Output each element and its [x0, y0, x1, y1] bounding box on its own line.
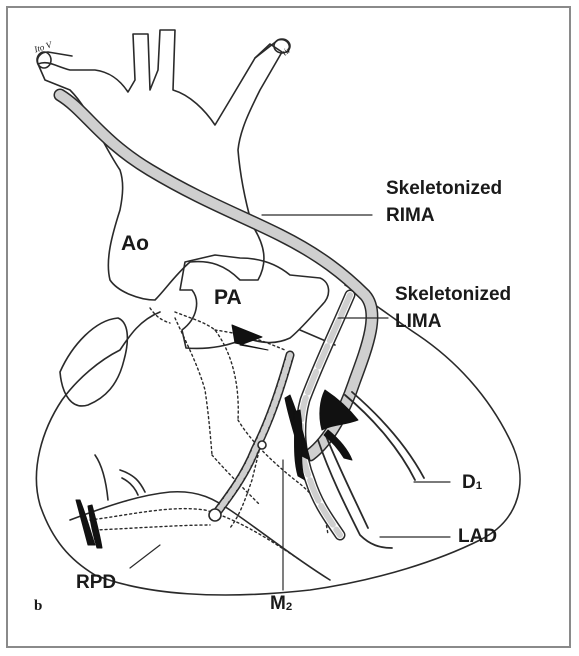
lima-label-line2: LIMA: [395, 311, 441, 333]
rima-label-line1: Skeletonized: [386, 178, 502, 200]
m2-graft: [215, 355, 290, 515]
lad-label: LAD: [458, 526, 497, 548]
rpd-label: RPD: [76, 572, 116, 594]
left-vessel-opening: [37, 52, 51, 68]
right-atrium-outline: [60, 318, 127, 406]
aorta-outline: [38, 30, 282, 300]
left-branch: [120, 470, 145, 495]
interventricular-groove: [70, 492, 330, 580]
aorta-label: Ao: [121, 232, 149, 256]
d1-vessel: [345, 395, 415, 480]
pulmonary-artery-label: PA: [214, 286, 242, 310]
lad-vessel: [318, 440, 392, 548]
rpd-vessel: [95, 455, 108, 500]
rima-label-line2: RIMA: [386, 205, 435, 227]
dotted-vessels: [90, 308, 328, 560]
panel-letter: b: [34, 598, 42, 615]
heart-outline: [36, 285, 520, 595]
d1-label: D1: [462, 472, 482, 494]
m2-label: M2: [270, 593, 292, 615]
m2-anastomosis: [209, 509, 221, 521]
lima-label-line1: Skeletonized: [395, 284, 511, 306]
